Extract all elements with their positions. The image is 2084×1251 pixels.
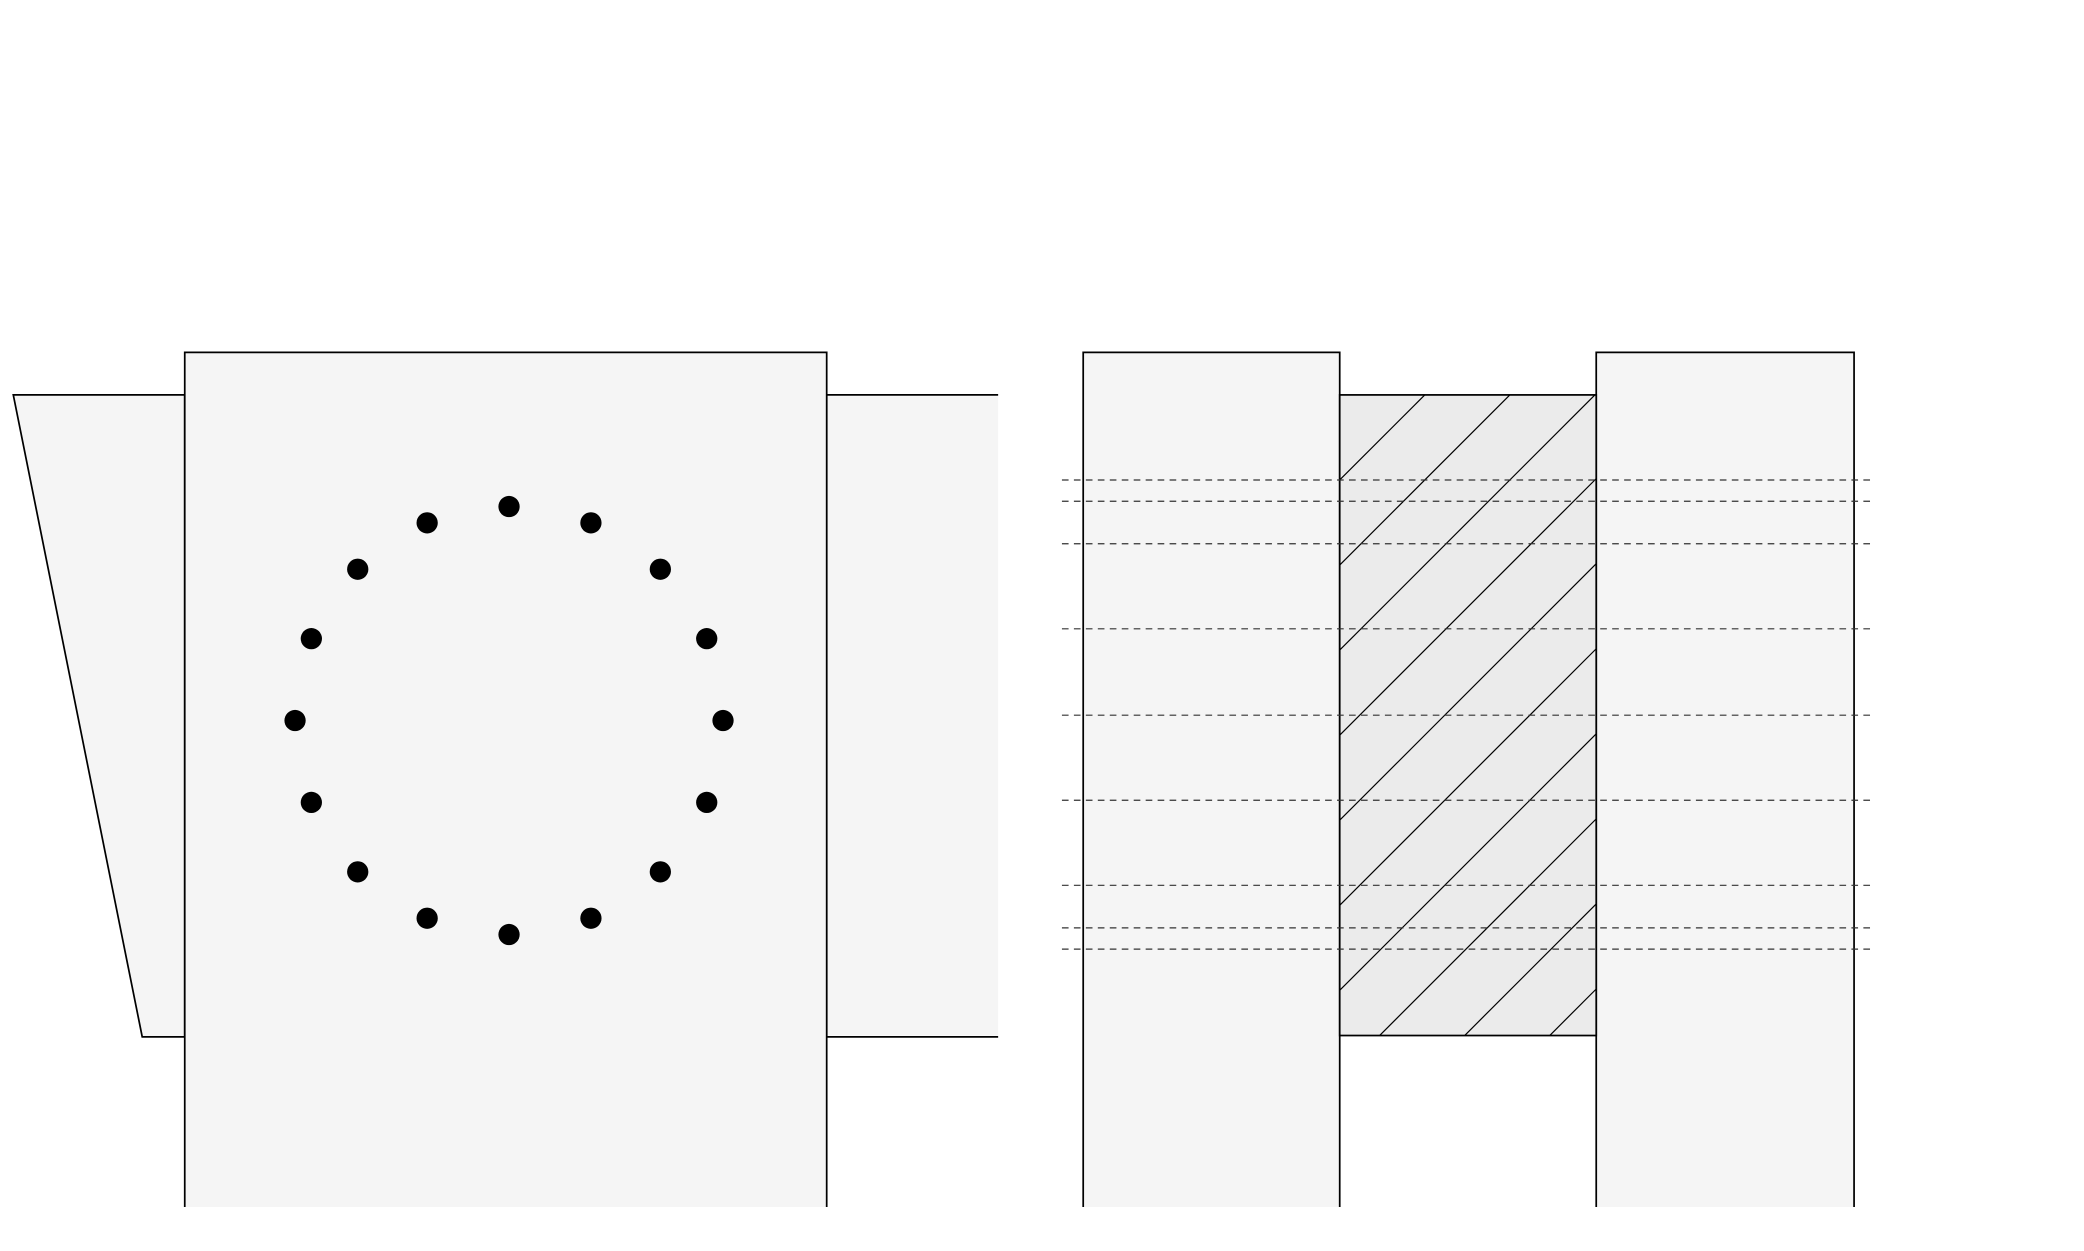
bolt-hole [696,791,718,814]
bolt-circle [284,495,734,946]
bolt-hole [416,907,438,929]
left-flange [12,394,186,1038]
right-plate [1595,351,1855,1207]
hatch-line [1339,733,1597,991]
left-plate [1082,351,1341,1207]
front-view [12,351,999,1207]
bolt-hole [498,923,520,946]
hatch-line [1339,563,1597,821]
bolt-hole [284,709,306,732]
bolt-hole [498,495,520,518]
bolt-hole [300,628,322,650]
bolt-hole [416,512,438,534]
bolt-hole [347,558,369,580]
hatch-line [1549,988,1597,1036]
hatch-line [1464,903,1597,1036]
bolt-hole [347,861,369,883]
bolt-hole [649,558,671,580]
bolt-hole [649,861,671,883]
main-body [183,351,828,1207]
bolt-hole [696,628,718,650]
hatch-line [1379,818,1597,1036]
hatch-line [1339,394,1596,651]
bolt-hole [300,791,322,814]
bolt-hole [580,907,602,929]
bolt-hole [712,709,734,732]
hatch-line [1339,478,1597,736]
section-view [1061,351,1875,1207]
dashed-lines [1061,479,1875,950]
hatch-line [1339,648,1597,906]
bolt-hole [580,512,602,534]
right-flange-fill [826,396,999,1036]
hatch-line [1339,394,1426,481]
